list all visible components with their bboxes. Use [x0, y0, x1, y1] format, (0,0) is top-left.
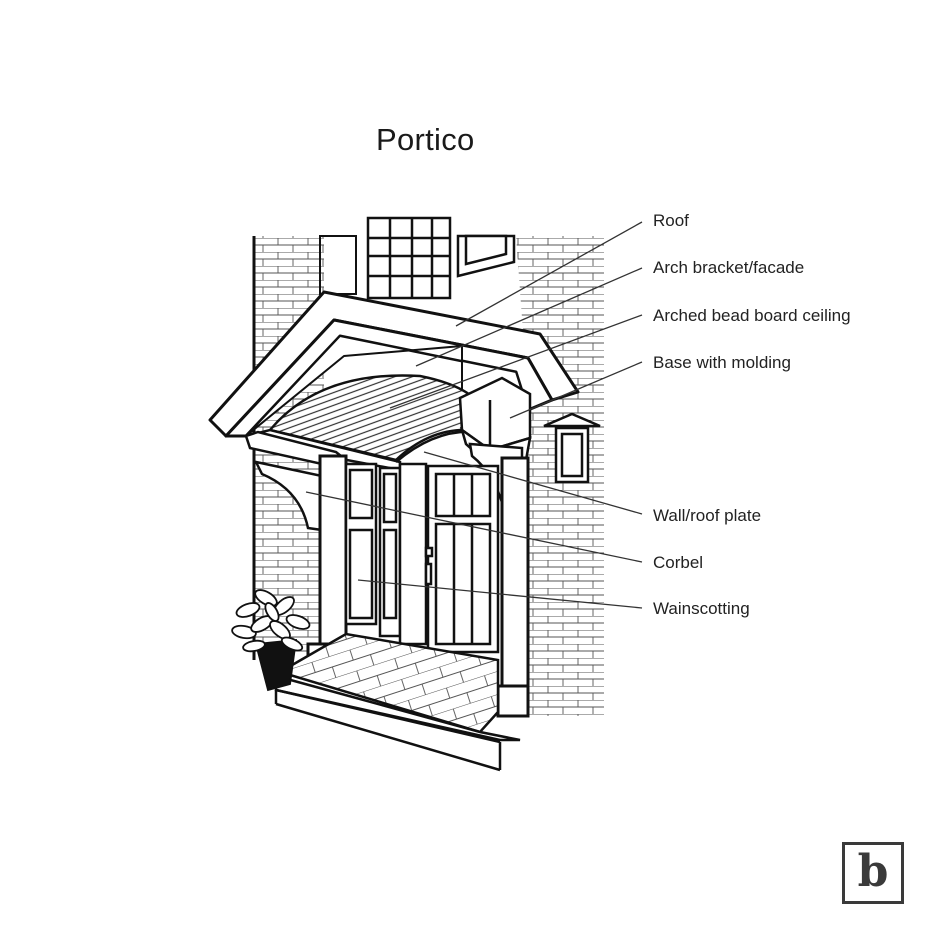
upper-window-right	[456, 234, 516, 278]
leader-lines	[305, 221, 643, 609]
leader-corbel	[305, 491, 643, 563]
entry-door	[344, 462, 500, 654]
diagram-title: Portico	[376, 122, 475, 157]
label-wall-plate: Wall/roof plate	[653, 506, 762, 525]
label-roof: Roof	[653, 211, 689, 230]
label-corbel: Corbel	[653, 553, 704, 572]
leader-wainscotting	[357, 579, 643, 609]
corbel-left	[253, 460, 324, 532]
leader-arch-bracket	[415, 267, 643, 367]
b-logo: b	[842, 842, 904, 904]
leader-ceiling	[389, 314, 643, 409]
label-arch-bracket: Arch bracket/facade	[653, 258, 805, 277]
leader-base-molding	[509, 361, 643, 419]
wall-lantern	[543, 412, 601, 484]
label-wainscotting: Wainscotting	[653, 599, 750, 618]
upper-window-center	[366, 216, 452, 300]
leader-wall-plate	[423, 451, 643, 515]
label-ceiling: Arched bead board ceiling	[653, 306, 851, 325]
porch-floor	[274, 632, 521, 772]
column-right	[496, 456, 530, 718]
potted-plant	[231, 589, 311, 692]
logo-letter: b	[857, 846, 889, 897]
upper-window-left	[319, 235, 357, 295]
label-base-molding: Base with molding	[653, 353, 791, 372]
bead-board-ceiling	[267, 374, 478, 462]
leader-roof	[455, 221, 643, 327]
